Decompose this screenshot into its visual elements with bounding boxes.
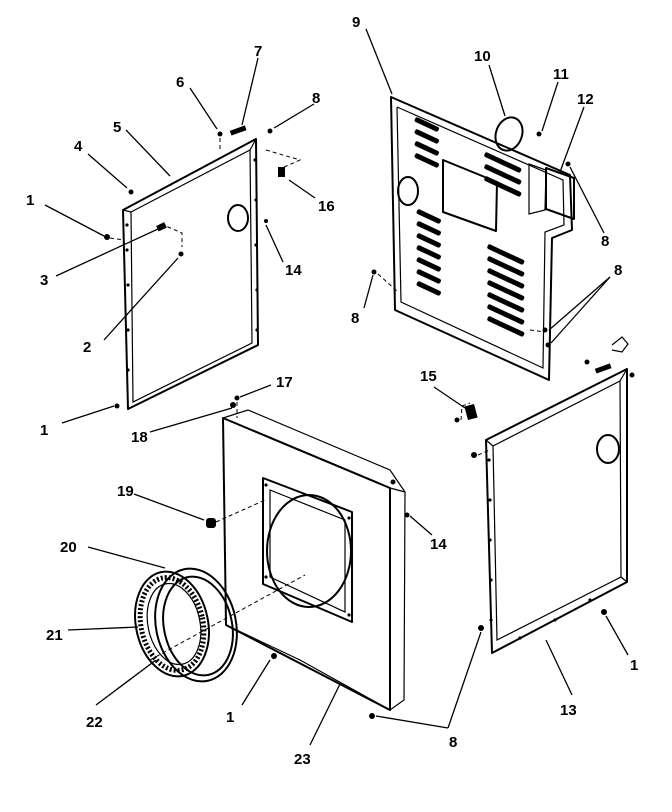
left-panel-holes <box>125 158 259 372</box>
callout-20: 20 <box>60 539 77 556</box>
front-panel <box>222 409 406 712</box>
left-side-panel <box>122 138 259 410</box>
callout-1: 1 <box>226 709 234 726</box>
callout-15: 15 <box>420 368 437 385</box>
callout-16: 16 <box>318 198 335 215</box>
callout-8: 8 <box>614 262 622 279</box>
callout-1: 1 <box>630 657 638 674</box>
right-side-panel <box>485 368 628 654</box>
callout-8: 8 <box>601 233 609 250</box>
back-panel-hardware <box>371 131 571 348</box>
callout-14: 14 <box>285 262 302 279</box>
callout-7: 7 <box>254 43 262 60</box>
callout-18: 18 <box>131 429 148 446</box>
callout-3: 3 <box>40 272 48 289</box>
callout-13: 13 <box>560 702 577 719</box>
callout-8: 8 <box>449 734 457 751</box>
callout-5: 5 <box>113 119 121 136</box>
front-panel-hardware <box>206 395 410 719</box>
right-panel-holes <box>487 458 592 640</box>
callout-22: 22 <box>86 714 103 731</box>
leader-lines <box>44 28 629 746</box>
callout-11: 11 <box>553 66 569 83</box>
front-panel-holes <box>264 483 351 617</box>
callout-19: 19 <box>117 483 134 500</box>
callout-6: 6 <box>176 74 184 91</box>
callout-17: 17 <box>276 374 293 391</box>
callout-8: 8 <box>312 90 320 107</box>
back-panel-vents-right <box>484 152 525 337</box>
back-panel <box>390 96 575 381</box>
callout-14: 14 <box>430 536 447 553</box>
callout-1: 1 <box>40 422 48 439</box>
callout-12: 12 <box>577 91 594 108</box>
door-ring-assembly <box>134 567 306 683</box>
callout-labels: 1 1 1 1 2 3 4 5 6 7 8 8 8 8 8 9 10 11 12… <box>26 14 638 768</box>
callout-8: 8 <box>351 310 359 327</box>
callout-9: 9 <box>352 14 360 31</box>
left-panel-hardware <box>104 125 302 409</box>
callout-21: 21 <box>46 627 63 644</box>
back-panel-vents-left <box>414 117 441 296</box>
callout-4: 4 <box>74 138 83 155</box>
right-panel-hardware <box>454 336 635 631</box>
callout-23: 23 <box>294 751 311 768</box>
callout-10: 10 <box>474 48 491 65</box>
callout-1: 1 <box>26 192 34 209</box>
callout-2: 2 <box>83 339 91 356</box>
